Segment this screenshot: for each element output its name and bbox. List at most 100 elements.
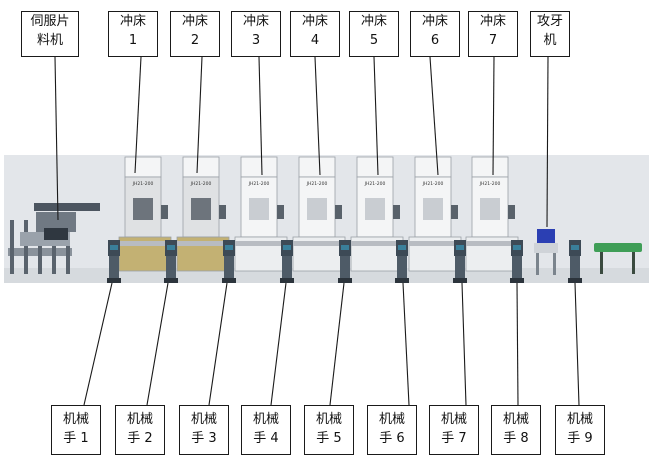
- callout-press-6: 冲床 6: [410, 11, 460, 57]
- tapping-machine-line2: 机: [543, 33, 557, 48]
- press-head: [356, 156, 394, 178]
- conveyor-leg: [600, 252, 603, 274]
- press-4-number: 4: [310, 33, 320, 48]
- press-head: [182, 156, 220, 178]
- robot-column: [282, 256, 292, 278]
- press-1-label: 冲床: [119, 14, 146, 29]
- robot-4-line2: 手 4: [253, 431, 279, 446]
- robot-1-line1: 机械: [62, 412, 89, 427]
- callout-robot-4: 机械 手 4: [241, 405, 291, 455]
- feeder-motor: [44, 228, 68, 240]
- robot-foot: [568, 278, 582, 283]
- robot-2-line2: 手 2: [127, 431, 153, 446]
- robot-accent: [341, 245, 349, 250]
- callout-press-4: 冲床 4: [290, 11, 340, 57]
- press-ram: [307, 198, 327, 220]
- press-table: [119, 241, 171, 246]
- press-side-box: [451, 205, 458, 219]
- tapping-table: [534, 243, 558, 253]
- press-3-number: 3: [251, 33, 261, 48]
- callout-press-1: 冲床 1: [108, 11, 158, 57]
- conveyor-belt: [594, 243, 642, 252]
- callout-press-2: 冲床 2: [170, 11, 220, 57]
- robot-accent: [571, 245, 579, 250]
- press-ram: [480, 198, 500, 220]
- press-head: [124, 156, 162, 178]
- robot-5-line1: 机械: [315, 412, 342, 427]
- robot-9-line2: 手 9: [567, 431, 593, 446]
- press-table: [351, 241, 403, 246]
- press-nameplate: JH21-200: [132, 181, 154, 187]
- leader-line-top: [54, 56, 59, 221]
- robot-7-line2: 手 7: [441, 431, 467, 446]
- callout-robot-5: 机械 手 5: [304, 405, 354, 455]
- robot-1-line2: 手 1: [63, 431, 89, 446]
- callout-robot-8: 机械 手 8: [491, 405, 541, 455]
- feeder-leg: [38, 220, 42, 274]
- press-head: [414, 156, 452, 178]
- robot-2-line1: 机械: [126, 412, 153, 427]
- press-head: [471, 156, 509, 178]
- leader-line-bottom: [574, 282, 580, 406]
- press-ram: [191, 198, 211, 220]
- press-5-label: 冲床: [360, 14, 387, 29]
- press-3: JH21-200: [234, 156, 288, 272]
- press-table: [177, 241, 229, 246]
- robot-arm-3: [222, 240, 236, 283]
- robot-arm-7: [453, 240, 467, 283]
- press-nameplate: JH21-200: [306, 181, 328, 187]
- robot-foot: [338, 278, 352, 283]
- press-table: [235, 241, 287, 246]
- press-nameplate: JH21-200: [422, 181, 444, 187]
- robot-foot: [164, 278, 178, 283]
- robot-arm-1: [107, 240, 121, 283]
- leader-line-top: [492, 56, 495, 176]
- tapping-machine-line1: 攻牙: [536, 14, 563, 29]
- callout-press-5: 冲床 5: [349, 11, 399, 57]
- callout-tapping-machine: 攻牙 机: [530, 11, 570, 57]
- robot-6-line2: 手 6: [379, 431, 405, 446]
- callout-press-7: 冲床 7: [468, 11, 518, 57]
- press-7-label: 冲床: [479, 14, 506, 29]
- leader-line-top: [429, 56, 439, 176]
- feeder-leg: [24, 220, 28, 274]
- robot-column: [570, 256, 580, 278]
- press-nameplate: JH21-200: [364, 181, 386, 187]
- press-side-box: [277, 205, 284, 219]
- robot-column: [224, 256, 234, 278]
- leader-line-bottom: [329, 282, 345, 406]
- callout-robot-1: 机械 手 1: [51, 405, 101, 455]
- output-conveyor: [594, 243, 642, 274]
- press-ram: [249, 198, 269, 220]
- press-head: [240, 156, 278, 178]
- press-4-label: 冲床: [301, 14, 328, 29]
- robot-foot: [395, 278, 409, 283]
- robot-3-line1: 机械: [190, 412, 217, 427]
- press-side-box: [508, 205, 515, 219]
- press-1: JH21-200: [118, 156, 172, 272]
- press-6: JH21-200: [408, 156, 462, 272]
- robot-arm-5: [338, 240, 352, 283]
- callout-servo-feeder-line2: 料机: [36, 33, 63, 48]
- feeder-top-frame: [34, 203, 100, 211]
- robot-6-line1: 机械: [378, 412, 405, 427]
- press-1-number: 1: [128, 33, 138, 48]
- robot-column: [166, 256, 176, 278]
- robot-arm-9: [568, 240, 582, 283]
- robot-accent: [398, 245, 406, 250]
- callout-press-3: 冲床 3: [231, 11, 281, 57]
- press-nameplate: JH21-200: [248, 181, 270, 187]
- press-side-box: [393, 205, 400, 219]
- feeder-leg: [10, 220, 14, 274]
- leader-line-top: [134, 56, 142, 174]
- robot-foot: [107, 278, 121, 283]
- press-table: [409, 241, 461, 246]
- leader-line-top: [373, 56, 379, 176]
- press-side-box: [161, 205, 168, 219]
- callout-robot-9: 机械 手 9: [555, 405, 605, 455]
- press-5-number: 5: [369, 33, 379, 48]
- press-7: JH21-200: [465, 156, 519, 272]
- press-6-number: 6: [430, 33, 440, 48]
- press-side-box: [219, 205, 226, 219]
